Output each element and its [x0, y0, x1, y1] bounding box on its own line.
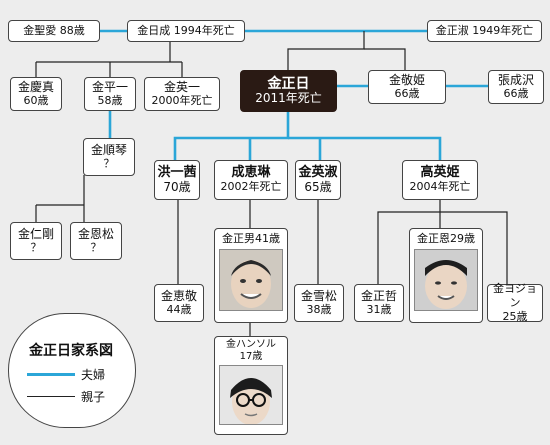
child-line	[377, 211, 440, 284]
person-name: 金聖愛 88歳	[23, 24, 85, 37]
person-kim-pyong-il: 金平一 58歳	[84, 77, 136, 111]
person-kim-sol-song: 金雪松 38歳	[294, 284, 344, 322]
person-ko-yong-hui: 高英姫 2004年死亡	[402, 160, 478, 200]
person-kim-yong-suk: 金英淑 65歳	[295, 160, 341, 200]
child-line	[364, 48, 406, 70]
person-jang-song-thaek: 張成沢 66歳	[488, 70, 544, 104]
person-detail: ？	[103, 157, 115, 170]
person-name: 成恵琳	[231, 165, 271, 180]
person-name: 金正淑 1949年死亡	[435, 24, 534, 37]
person-kim-yong-il: 金英一 2000年死亡	[144, 77, 220, 111]
person-name: 金雪松	[300, 289, 337, 303]
person-name: 金恵敬	[160, 289, 197, 303]
person-kim-jong-un: 金正恩29歳	[409, 228, 483, 323]
person-kim-il-sung: 金日成 1994年死亡	[127, 20, 245, 42]
person-name: 金平一	[91, 80, 128, 94]
person-kim-song-ae: 金聖愛 88歳	[8, 20, 100, 42]
person-name: 金正日	[267, 76, 310, 92]
legend: 金正日家系図 夫婦 親子	[8, 313, 136, 428]
person-detail: 25歳	[502, 310, 528, 323]
person-kim-kyong-hui: 金敬姫 66歳	[368, 70, 446, 104]
person-kim-jong-suk: 金正淑 1949年死亡	[427, 20, 542, 42]
person-detail: 2011年死亡	[255, 91, 322, 105]
portrait-photo	[219, 249, 283, 311]
person-detail: 2002年死亡	[220, 180, 282, 193]
person-kim-in-gang: 金仁剛 ？	[10, 222, 62, 260]
person-name: 金慶真	[17, 80, 54, 94]
person-detail: 65歳	[304, 180, 332, 194]
person-detail: ？	[90, 241, 102, 254]
person-name: 金恩松	[77, 227, 114, 241]
person-kim-jong-il: 金正日 2011年死亡	[240, 70, 337, 112]
spouse-line	[288, 136, 442, 160]
legend-child: 親子	[27, 388, 105, 405]
person-name: 金英一	[163, 80, 200, 94]
person-kim-jong-nam: 金正男41歳	[214, 228, 288, 323]
spouse-line	[173, 109, 290, 160]
person-name: 金順琴	[90, 143, 127, 157]
person-detail: 60歳	[23, 94, 49, 107]
legend-spouse: 夫婦	[27, 366, 105, 383]
person-detail: 2004年死亡	[409, 180, 471, 193]
person-detail: 66歳	[503, 87, 529, 100]
person-name: 金仁剛	[17, 227, 54, 241]
person-name: 金ヨジョン	[493, 282, 537, 309]
portrait-photo	[414, 249, 478, 311]
person-detail: 31歳	[366, 303, 392, 316]
legend-spouse-swatch	[27, 373, 75, 376]
person-kim-un-song: 金恩松 ？	[70, 222, 122, 260]
person-kim-yo-jong: 金ヨジョン 25歳	[487, 282, 543, 323]
person-name: 金正哲	[360, 289, 397, 303]
person-hong-il-chon: 洪一茜 70歳	[154, 160, 200, 200]
person-name: 洪一茜	[157, 165, 197, 180]
person-detail: 38歳	[306, 303, 332, 316]
person-name: 金日成 1994年死亡	[137, 24, 235, 37]
person-kim-sun-gum: 金順琴 ？	[83, 138, 135, 176]
legend-child-swatch	[27, 396, 75, 397]
person-kim-hye-gyong: 金恵敬 44歳	[154, 284, 204, 322]
person-detail: 17歳	[239, 351, 263, 362]
legend-spouse-label: 夫婦	[81, 368, 106, 382]
person-name: 金正恩29歳	[417, 232, 475, 245]
legend-title: 金正日家系図	[29, 343, 113, 359]
child-line	[440, 211, 508, 284]
person-song-hye-rim: 成恵琳 2002年死亡	[214, 160, 288, 200]
person-detail: 70歳	[163, 180, 191, 194]
person-detail: ？	[30, 241, 42, 254]
person-name: 金英淑	[298, 165, 338, 180]
person-kim-jong-chol: 金正哲 31歳	[354, 284, 404, 322]
person-detail: 58歳	[97, 94, 123, 107]
child-line	[287, 31, 365, 70]
legend-child-label: 親子	[81, 390, 106, 404]
person-detail: 66歳	[394, 87, 420, 100]
person-name: 高英姫	[420, 165, 460, 180]
person-name: 金敬姫	[388, 73, 425, 87]
person-name: 金正男41歳	[222, 232, 280, 245]
person-detail: 2000年死亡	[151, 94, 213, 107]
person-kim-han-sol: 金ハンソル 17歳	[214, 336, 288, 435]
portrait-photo	[219, 365, 283, 425]
person-kim-kyong-jin: 金慶真 60歳	[10, 77, 62, 111]
person-name: 張成沢	[497, 73, 534, 87]
person-name: 金ハンソル	[226, 339, 276, 350]
person-detail: 44歳	[166, 303, 192, 316]
